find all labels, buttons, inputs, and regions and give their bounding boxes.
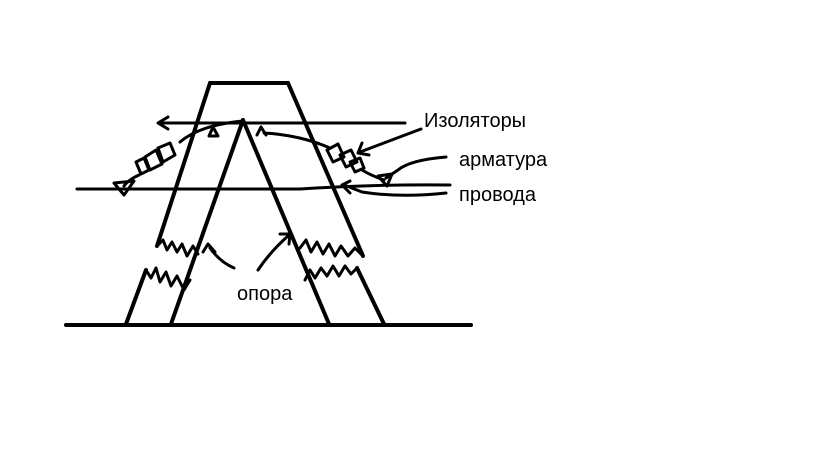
lower-wire-line [75,183,452,191]
support-pointer-left-arrowhead [201,242,217,254]
label-wires: провода [459,184,537,206]
label-support: опора [237,283,293,305]
support-right-break-upper [298,238,365,258]
support-right-outer-leg-lower [355,266,386,326]
support-left-outer-leg-lower [124,268,148,326]
support-pointer-right [256,234,290,272]
insulators-pointer [358,127,423,154]
right-insulator [325,142,386,182]
wire-swag-left [178,119,245,144]
wire-swag-right [262,131,332,150]
support-right-inner-leg [241,118,331,326]
label-insulators: Изоляторы [424,110,526,132]
support-left-break-lower [144,266,192,292]
left-fitting-clamp [112,179,136,197]
support-right-break-lower [303,264,359,282]
left-insulator [122,141,177,188]
support-left-break-upper [155,238,200,258]
support-left-inner-leg [169,118,245,326]
wires-pointer-arrowhead [340,179,352,195]
insulators-pointer-arrowhead [356,141,371,157]
label-fittings: арматура [459,149,548,171]
support-right-outer-leg-upper [286,81,365,258]
upper-wire-arrowhead [156,115,170,131]
wires-pointer [342,183,448,197]
fittings-pointer [384,155,448,180]
right-fitting-clamp [376,172,394,188]
support-pointer-right-arrowhead [278,232,292,246]
support-left-outer-leg-upper [155,81,212,248]
insulator-hook-left [207,125,220,138]
